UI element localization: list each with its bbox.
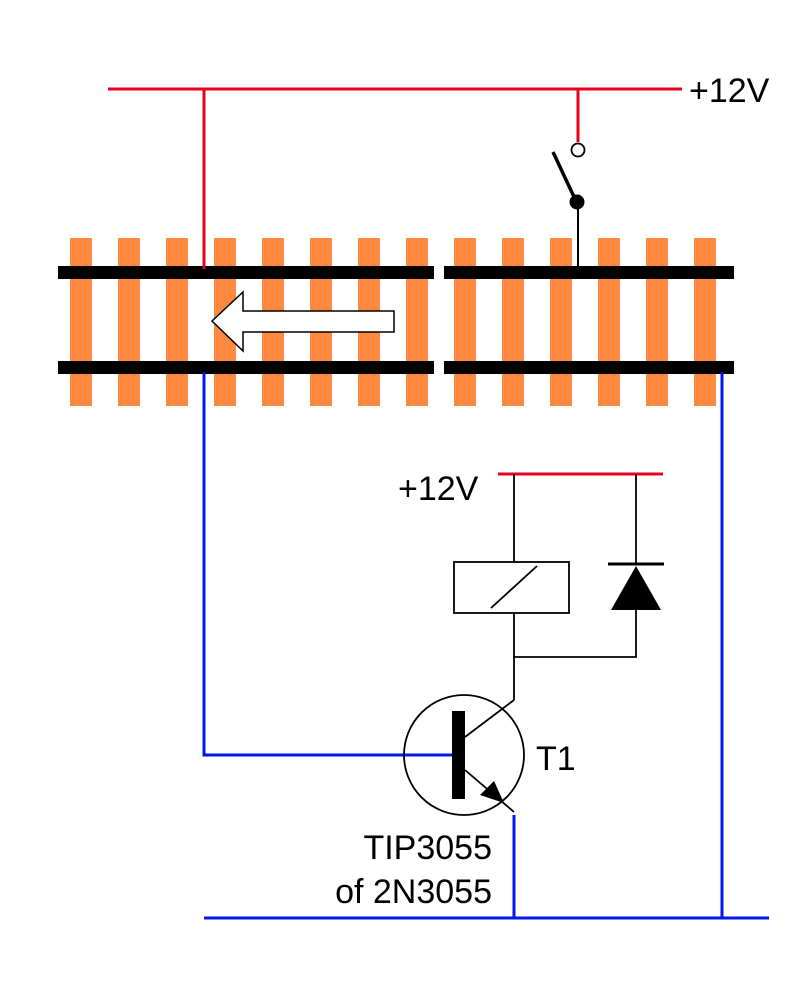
rail-top-right [444, 266, 734, 279]
transistor-ref-label: T1 [536, 740, 576, 778]
transistor-base-bar [452, 711, 465, 799]
sleeper [70, 238, 92, 406]
rail-bottom-left [58, 361, 434, 374]
rail-bottom-right [444, 361, 734, 374]
relay-coil-icon [453, 561, 570, 614]
switch-icon [551, 142, 586, 268]
rail-to-base-wire [202, 372, 455, 757]
track-rails [58, 266, 734, 374]
sleeper [646, 238, 668, 406]
transistor-alt-type-label: of 2N3055 [335, 873, 492, 911]
relay-supply-label: +12V [398, 470, 479, 508]
npn-transistor-icon [403, 694, 525, 816]
sleeper [406, 238, 428, 406]
diode-icon [608, 562, 664, 610]
rail-top-left [58, 266, 434, 279]
diode-triangle [611, 566, 661, 610]
sleeper [166, 238, 188, 406]
sleeper [550, 238, 572, 406]
relay-wiring [513, 474, 637, 700]
relay-coil-slash [490, 565, 538, 609]
sleeper [502, 238, 524, 406]
transistor-type-label: TIP3055 [363, 829, 492, 867]
sleeper [694, 238, 716, 406]
switch-lever [551, 151, 577, 200]
emitter-arrow-icon [480, 781, 504, 803]
transistor-body [403, 694, 525, 816]
relay-coil-body [453, 561, 570, 614]
sleeper [454, 238, 476, 406]
sleeper [598, 238, 620, 406]
switch-contact [570, 142, 586, 158]
diode-return-wire [514, 610, 637, 658]
supply-wiring [108, 87, 682, 476]
transistor-collector [464, 699, 515, 738]
left-arrow-icon [210, 290, 395, 353]
ground-wiring [202, 372, 769, 920]
top-supply-label: +12V [689, 72, 770, 110]
sleeper [118, 238, 140, 406]
